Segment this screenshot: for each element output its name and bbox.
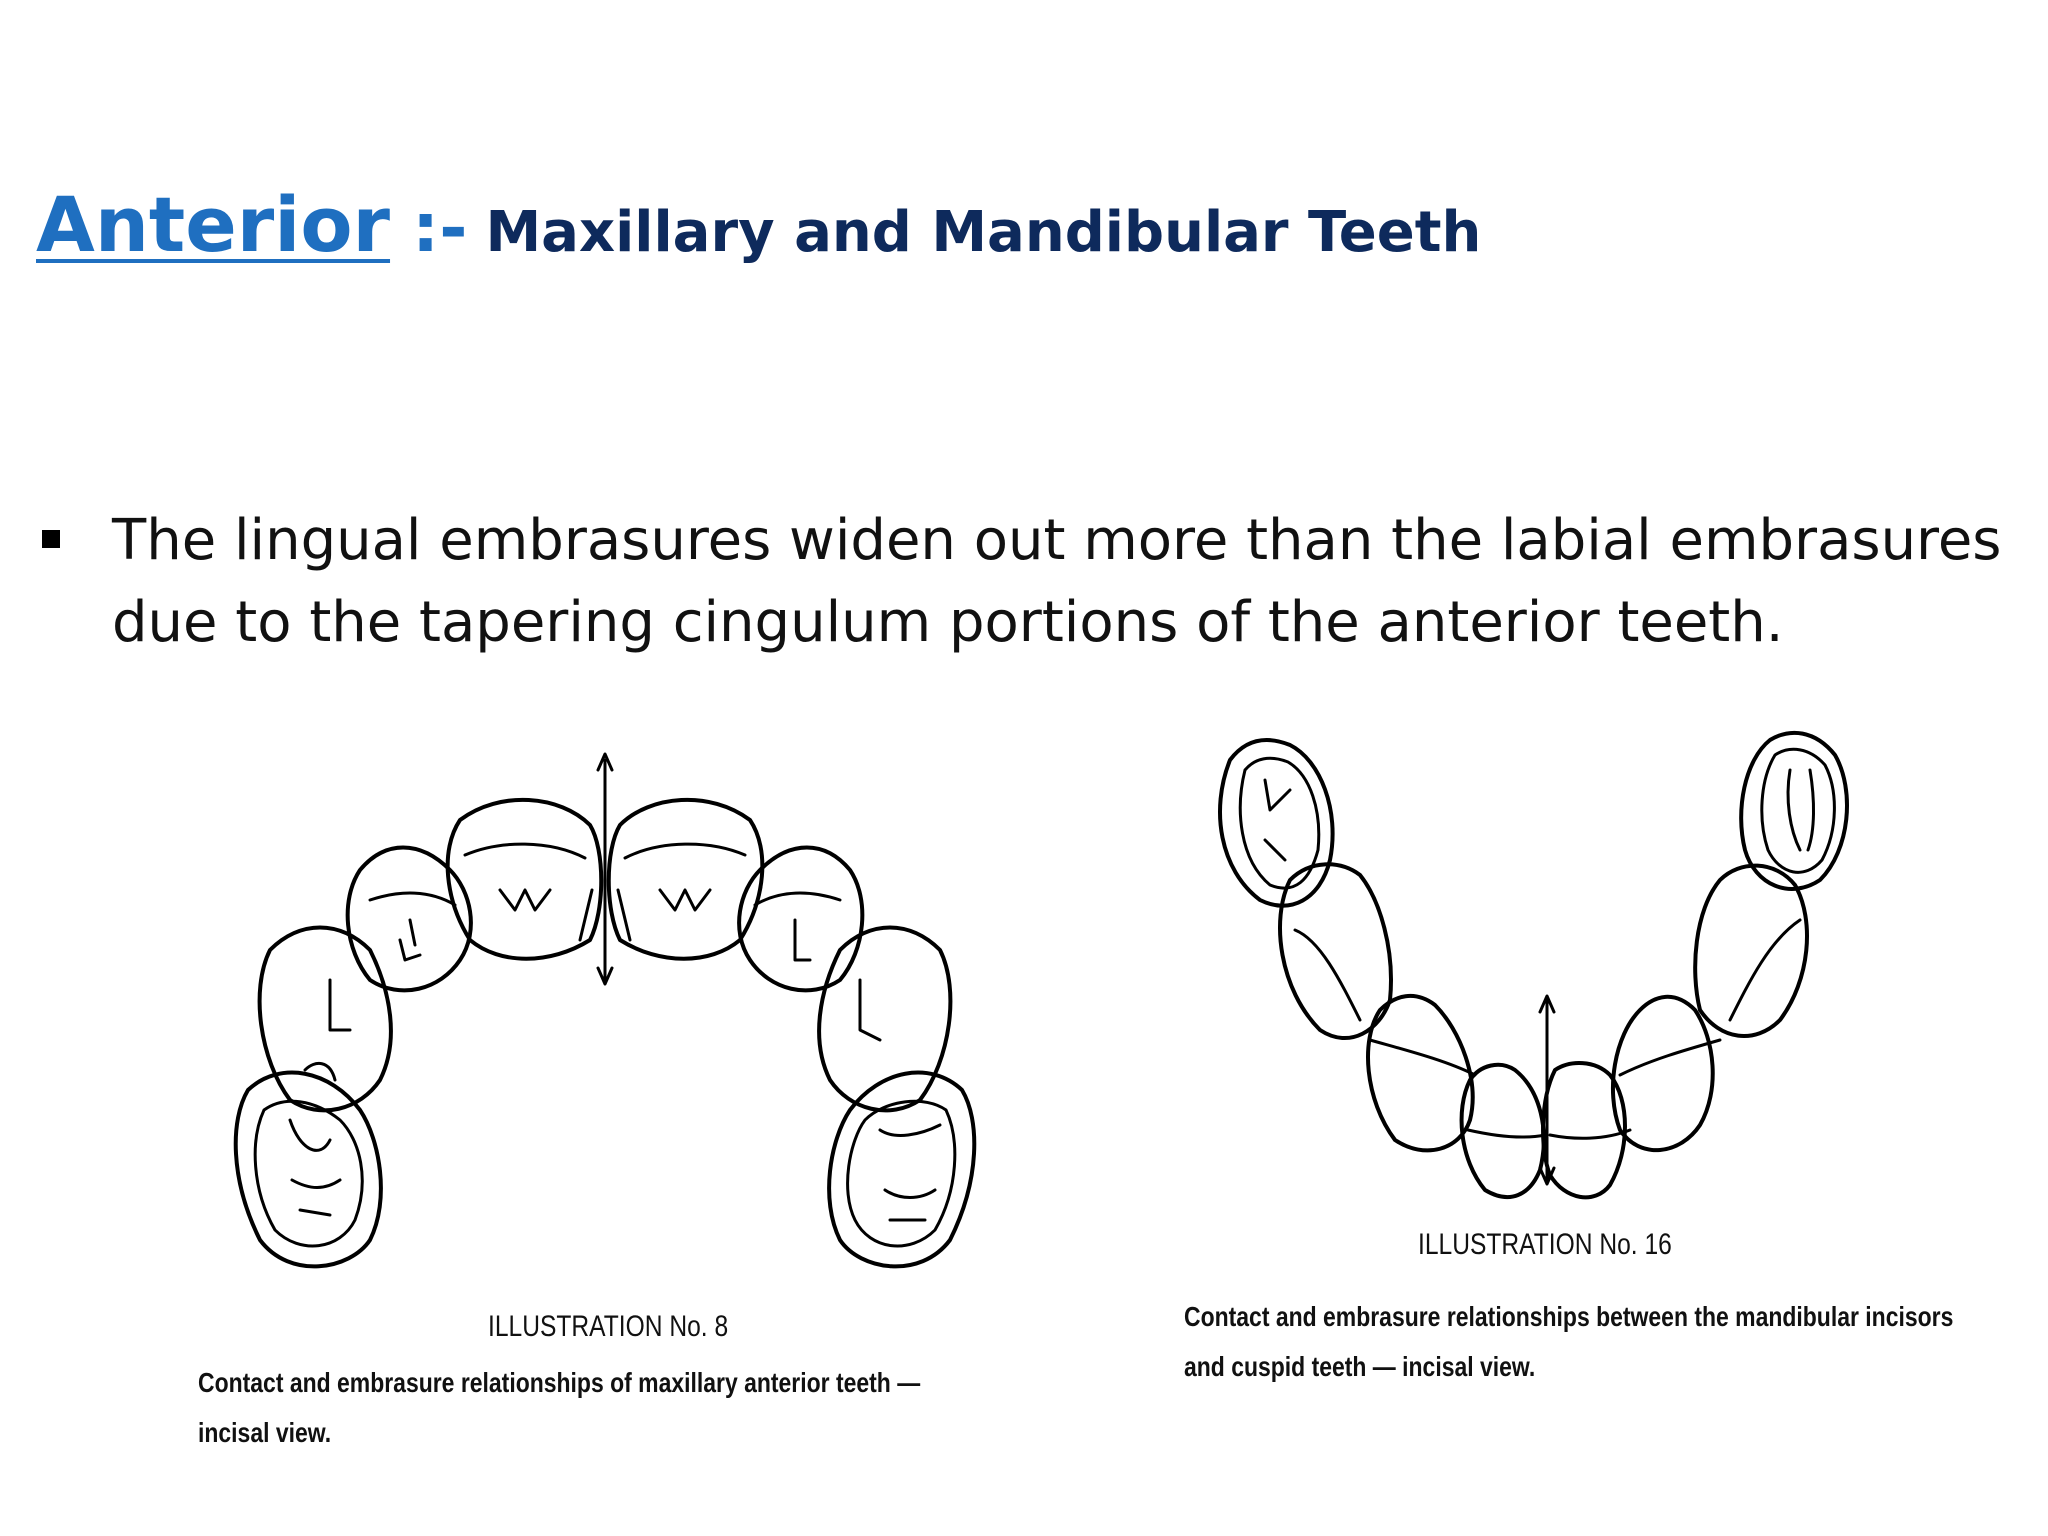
title-subtitle: Maxillary and Mandibular Teeth <box>485 200 1482 265</box>
bullet-line-2: due to the tapering cingulum portions of… <box>112 590 1784 655</box>
bullet-line-1: The lingual embrasures widen out more th… <box>112 508 2002 573</box>
bullet-text: The lingual embrasures widen out more th… <box>112 500 2001 664</box>
title-separator: :- <box>412 189 468 268</box>
illustration-8-caption: Contact and embrasure relationships of m… <box>198 1358 920 1458</box>
caption-16-line-2: and cuspid teeth — incisal view. <box>1184 1351 1536 1382</box>
bullet-item: The lingual embrasures widen out more th… <box>42 500 2022 664</box>
caption-16-line-1: Contact and embrasure relationships betw… <box>1184 1301 1954 1332</box>
illustration-16-caption: Contact and embrasure relationships betw… <box>1184 1292 1953 1392</box>
slide-title: Anterior :- Maxillary and Mandibular Tee… <box>36 180 1481 269</box>
caption-8-line-1: Contact and embrasure relationships of m… <box>198 1367 921 1398</box>
illustration-16-label: ILLUSTRATION No. 16 <box>1418 1228 1672 1261</box>
title-main[interactable]: Anterior <box>36 180 391 269</box>
mandibular-arch-illustration <box>1210 700 1890 1220</box>
bullet-square-icon <box>42 530 60 548</box>
caption-8-line-2: incisal view. <box>198 1417 332 1448</box>
illustration-8-label: ILLUSTRATION No. 8 <box>488 1310 729 1343</box>
maxillary-arch-illustration <box>220 740 1020 1280</box>
